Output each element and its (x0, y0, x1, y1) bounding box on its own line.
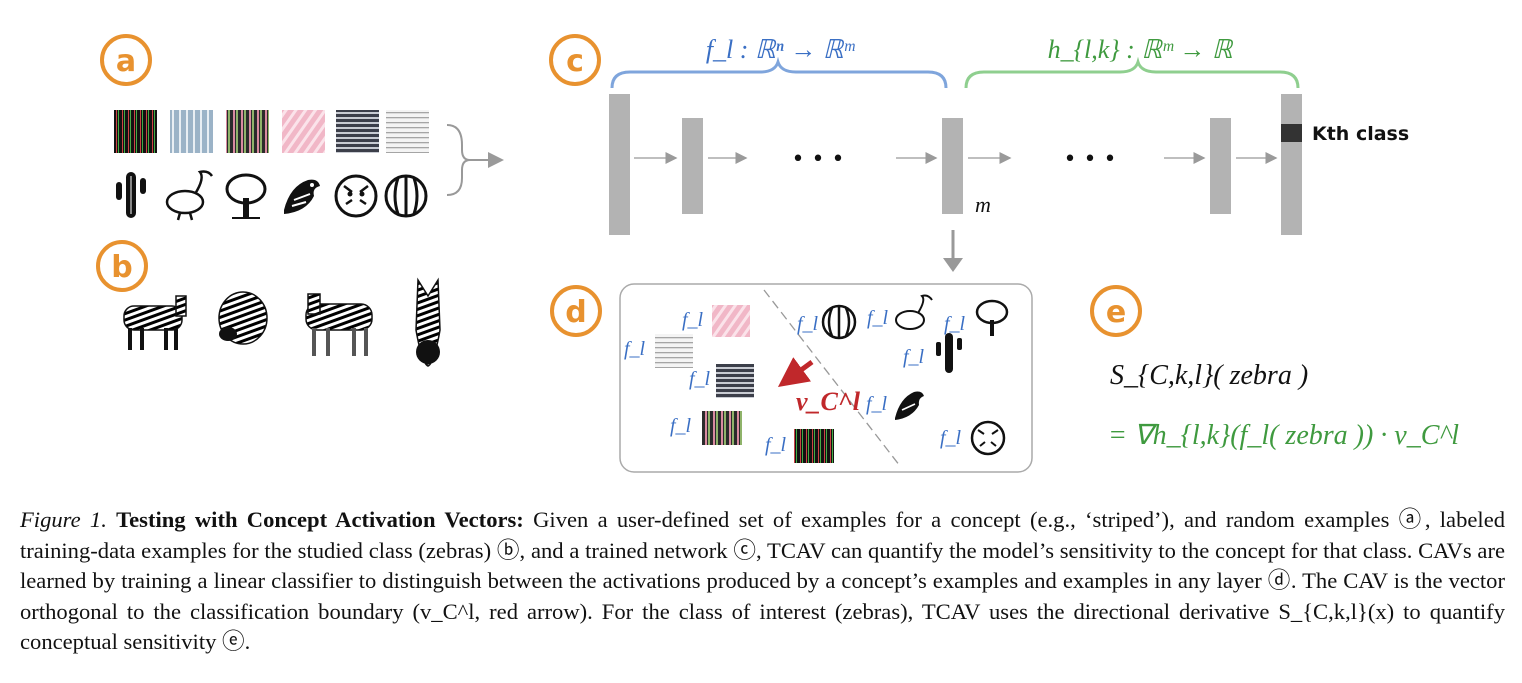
random-point-cactus: f_l (903, 333, 962, 373)
panel-e: e S_{C,k,l}( zebra ) = ∇h_{l,k}(f_l( zeb… (1090, 285, 1459, 451)
f-prefix: f_l (940, 427, 962, 449)
f-prefix: f_l (944, 313, 966, 335)
kth-class-unit (1281, 124, 1302, 142)
figure-number: Figure 1. (20, 507, 107, 532)
figure-caption: Figure 1. Testing with Concept Activatio… (20, 505, 1505, 658)
m-dimension-label: m (975, 192, 991, 217)
h-mapping-label: h_{l,k} : ℝᵐ → ℝ (1048, 35, 1234, 64)
striped-texture-6 (386, 110, 429, 153)
f-brace (610, 56, 948, 89)
network-layer-l (942, 118, 963, 214)
random-point-watermelon: f_l (797, 304, 857, 340)
kth-class-label: Kth class (1312, 123, 1409, 145)
concept-point-2: f_l (624, 334, 693, 368)
random-point-bird: f_l (866, 391, 924, 420)
concept-point-3: f_l (689, 364, 754, 398)
concept-point-4: f_l (670, 411, 742, 445)
f-prefix: f_l (689, 368, 711, 390)
striped-texture-3 (226, 110, 269, 153)
f-prefix: f_l (670, 415, 692, 437)
network-layer-input (609, 94, 630, 235)
panel-d: d f_l f_l f_l f_l f_l f_l (550, 283, 1033, 473)
f-prefix: f_l (765, 434, 787, 456)
zebra-icon-4 (415, 277, 441, 367)
classification-boundary (763, 289, 901, 467)
label-c: c (566, 44, 584, 79)
tiger-icon (334, 174, 378, 218)
sensitivity-formula-line2: = ∇h_{l,k}(f_l( zebra )) · v_C^l (1108, 420, 1459, 451)
f-prefix: f_l (624, 338, 646, 360)
label-a: a (116, 44, 136, 79)
network-layer-penultimate (1210, 118, 1231, 214)
cactus-icon (116, 172, 146, 218)
figure-title: Testing with Concept Activation Vectors: (116, 507, 524, 532)
f-prefix: f_l (866, 393, 888, 415)
f-mapping-label: f_l : ℝⁿ → ℝᵐ (706, 35, 855, 64)
striped-texture-1 (114, 110, 157, 153)
label-c-badge (549, 34, 601, 86)
label-d: d (565, 295, 586, 330)
zebra-icon-3 (305, 293, 373, 356)
label-e-badge (1090, 285, 1142, 337)
f-prefix: f_l (682, 309, 704, 331)
cav-arrow (777, 357, 814, 387)
cav-label: v_C^l (796, 387, 861, 416)
label-b-badge (96, 240, 148, 292)
network-layer-output (1281, 94, 1302, 235)
label-d-badge (550, 285, 602, 337)
bird-icon (284, 179, 320, 214)
striped-texture-2 (170, 110, 213, 153)
zebra-icon-2 (218, 291, 268, 345)
down-arrow-head (943, 258, 963, 272)
h-brace (964, 56, 1300, 89)
f-prefix: f_l (797, 313, 819, 335)
random-point-tree: f_l (944, 299, 1009, 336)
striped-texture-4 (282, 110, 325, 153)
tree-icon (225, 173, 267, 219)
random-point-dodo: f_l (867, 294, 933, 330)
tcav-figure: a (96, 34, 1459, 473)
concept-point-5: f_l (765, 429, 834, 463)
watermelon-icon (384, 174, 428, 218)
examples-brace (446, 124, 471, 196)
concept-point-1: f_l (682, 305, 750, 337)
panel-c: c f_l : ℝⁿ → ℝᵐ h_{l,k} : ℝᵐ → ℝ Kth cla… (549, 34, 1409, 272)
random-point-tiger: f_l (940, 420, 1006, 456)
striped-texture-5 (336, 110, 379, 153)
ellipsis-1: • • • (792, 147, 845, 172)
caption-text: Given a user-defined set of examples for… (20, 507, 1506, 655)
ellipsis-2: • • • (1064, 147, 1117, 172)
label-e: e (1106, 295, 1126, 330)
network-layer-2 (682, 118, 703, 214)
f-prefix: f_l (867, 307, 889, 329)
label-b: b (111, 250, 132, 285)
sensitivity-formula-line1: S_{C,k,l}( zebra ) (1110, 360, 1308, 391)
panel-a: a (100, 34, 504, 221)
dodo-icon (165, 170, 214, 221)
zebra-icon-1 (123, 295, 187, 350)
panel-b: b (96, 240, 441, 367)
f-prefix: f_l (903, 346, 925, 368)
label-a-badge (100, 34, 152, 86)
